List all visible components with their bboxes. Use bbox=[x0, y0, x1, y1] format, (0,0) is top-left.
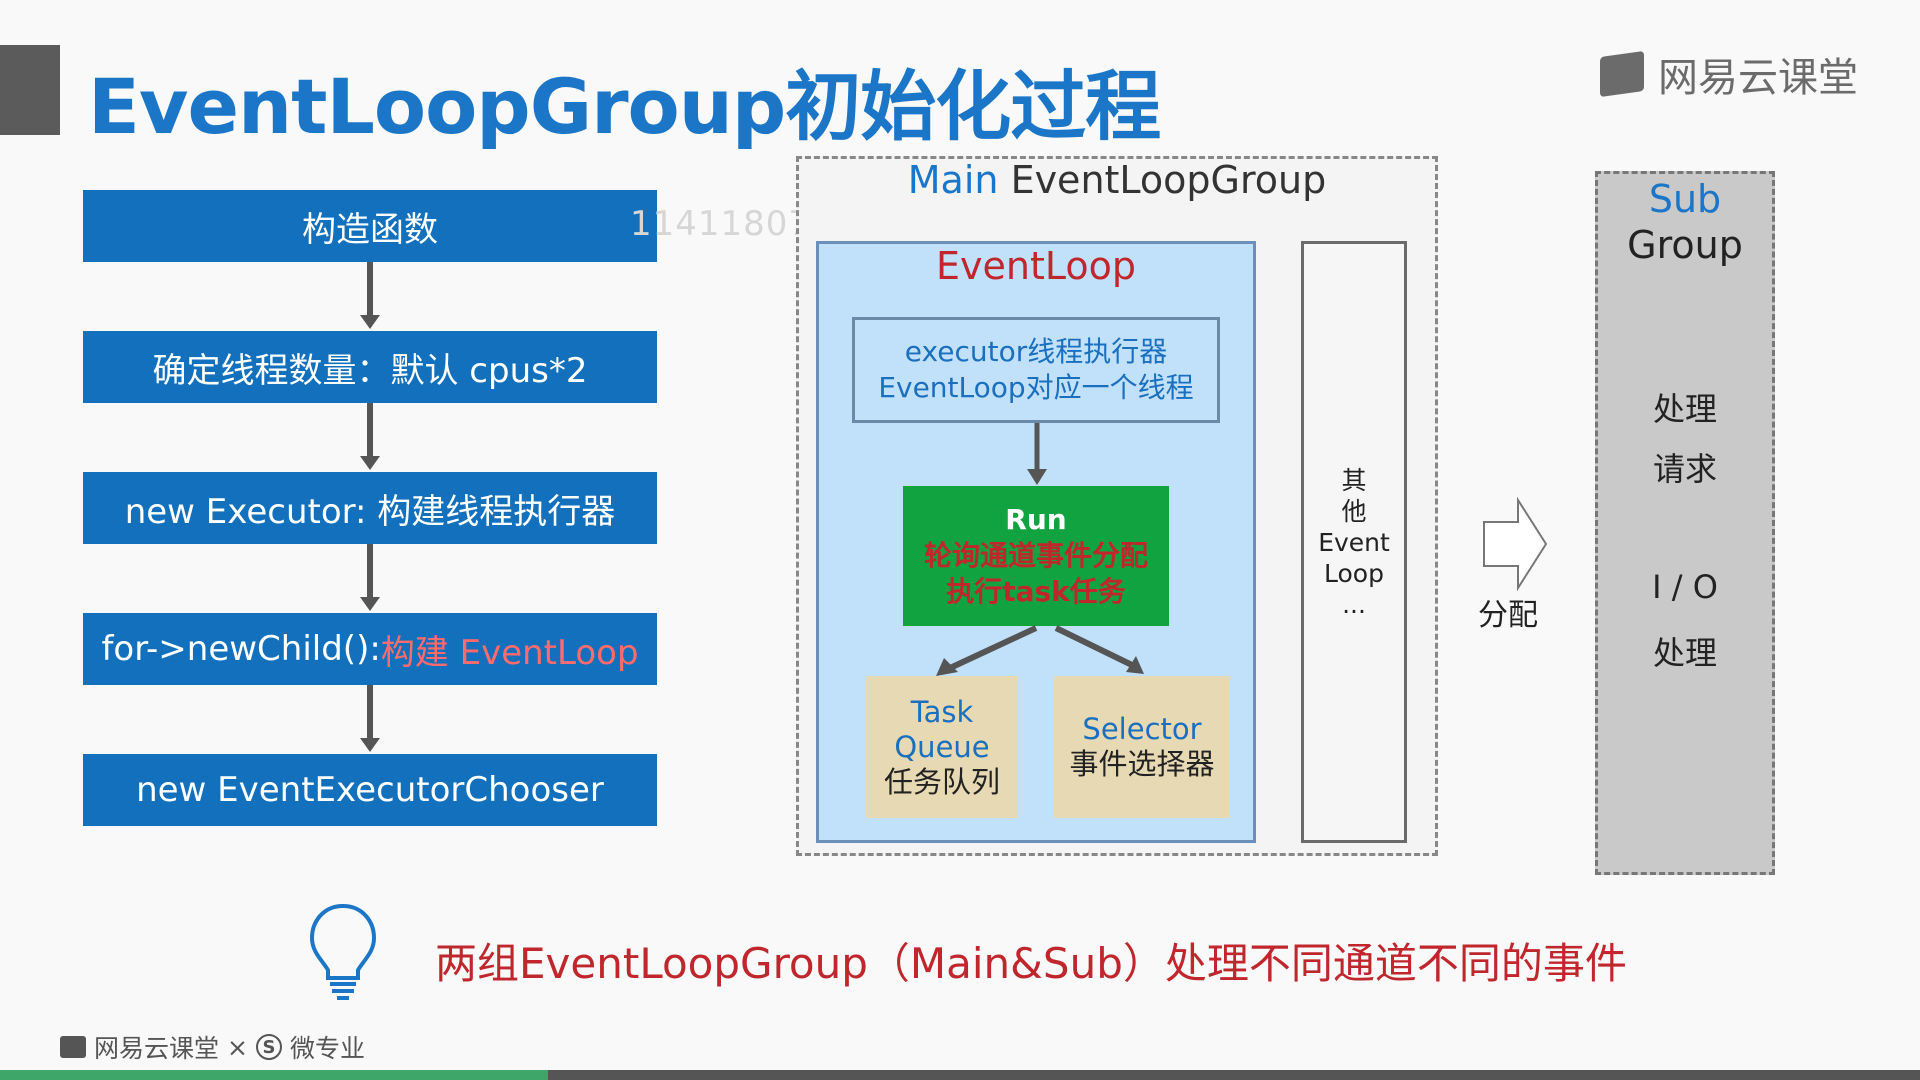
run-split-arrows-icon bbox=[936, 625, 1144, 676]
other-eventloop-line: 其 bbox=[1341, 465, 1367, 495]
other-eventloop-line: ... bbox=[1342, 589, 1366, 619]
brand-top: 网易云课堂 bbox=[1600, 45, 1858, 103]
sub-group-text: I / O bbox=[1652, 568, 1718, 606]
selector-line: 事件选择器 bbox=[1069, 747, 1215, 781]
main-group-prefix: Main bbox=[907, 158, 999, 202]
flow-connector bbox=[367, 685, 373, 740]
main-group-title: Main EventLoopGroup bbox=[796, 158, 1438, 202]
flow-connector bbox=[367, 262, 373, 317]
flow-step-chooser: new EventExecutorChooser bbox=[83, 754, 657, 826]
brand-bottom-left: 网易云课堂 bbox=[94, 1034, 220, 1063]
flow-step-new-child: for->newChild():构建 EventLoop bbox=[83, 613, 657, 685]
eventloop-title: EventLoop bbox=[936, 244, 1136, 288]
micro-major-logo-icon: S bbox=[255, 1034, 282, 1060]
run-line: 轮询通道事件分配 bbox=[923, 539, 1148, 572]
title-accent-bar bbox=[0, 45, 60, 135]
distribute-label: 分配 bbox=[1478, 598, 1538, 633]
task-queue-line: Queue bbox=[894, 729, 990, 764]
other-eventloop-line: Event bbox=[1318, 527, 1390, 557]
brand-bottom-separator: × bbox=[227, 1032, 248, 1062]
executor-line: EventLoop对应一个线程 bbox=[878, 371, 1194, 404]
flow-step-label: new EventExecutorChooser bbox=[136, 770, 604, 810]
slide-title: EventLoopGroup初始化过程 bbox=[88, 62, 1161, 151]
selector-box: Selector 事件选择器 bbox=[1054, 676, 1230, 818]
sub-group-title: Sub Group bbox=[1595, 176, 1775, 268]
other-eventloop-line: Loop bbox=[1324, 558, 1384, 588]
distribute-arrow-icon bbox=[1483, 496, 1548, 592]
flow-connector bbox=[367, 403, 373, 458]
flow-step-constructor: 构造函数 bbox=[83, 190, 657, 262]
sub-group-text: 请求 bbox=[1652, 450, 1717, 488]
selector-line: Selector bbox=[1082, 712, 1202, 746]
flow-step-label: 确定线程数量：默认 cpus*2 bbox=[152, 350, 588, 391]
main-group-label: EventLoopGroup bbox=[998, 158, 1327, 202]
run-line: 执行task任务 bbox=[946, 575, 1126, 608]
brand-bottom: 网易云课堂 × S 微专业 bbox=[60, 1029, 365, 1065]
flow-arrow-icon bbox=[360, 597, 380, 611]
flow-step-executor: new Executor: 构建线程执行器 bbox=[83, 472, 657, 544]
task-queue-line: Task bbox=[910, 694, 974, 729]
run-box: Run 轮询通道事件分配 执行task任务 bbox=[903, 486, 1169, 626]
lightbulb-icon bbox=[309, 903, 377, 1000]
brand-top-label: 网易云课堂 bbox=[1658, 55, 1858, 101]
task-queue-box: Task Queue 任务队列 bbox=[866, 676, 1018, 818]
flow-arrow-icon bbox=[360, 738, 380, 752]
executor-to-run-arrow-icon bbox=[1027, 423, 1047, 485]
sub-group-box bbox=[1595, 171, 1775, 875]
task-queue-line: 任务队列 bbox=[883, 764, 1000, 799]
sub-group-label: Sub bbox=[1648, 177, 1722, 221]
sub-group-text: 处理 bbox=[1652, 390, 1717, 428]
flow-step-highlight: 构建 EventLoop bbox=[380, 632, 639, 673]
flow-arrow-icon bbox=[360, 315, 380, 329]
summary-note: 两组EventLoopGroup（Main&Sub）处理不同通道不同的事件 bbox=[435, 939, 1627, 988]
video-progress-track[interactable] bbox=[0, 1070, 1920, 1080]
video-progress-fill bbox=[0, 1070, 548, 1080]
flow-arrow-icon bbox=[360, 456, 380, 470]
flow-step-label: 构造函数 bbox=[302, 209, 438, 250]
flow-connector bbox=[367, 544, 373, 599]
brand-logo-icon bbox=[60, 1036, 86, 1058]
run-title: Run bbox=[1005, 503, 1067, 536]
flow-step-label: new Executor: 构建线程执行器 bbox=[124, 491, 616, 532]
other-eventloop-line: 他 bbox=[1341, 496, 1367, 526]
flow-step-label: for->newChild(): bbox=[101, 629, 381, 669]
executor-box: executor线程执行器 EventLoop对应一个线程 bbox=[852, 317, 1220, 423]
sub-group-text: 处理 bbox=[1652, 634, 1717, 672]
other-eventloop-box: 其 他 Event Loop ... bbox=[1301, 241, 1407, 843]
sub-group-label: Group bbox=[1627, 223, 1743, 267]
flow-step-thread-count: 确定线程数量：默认 cpus*2 bbox=[83, 331, 657, 403]
executor-line: executor线程执行器 bbox=[904, 335, 1168, 368]
brand-logo-icon bbox=[1600, 50, 1644, 98]
brand-bottom-right: 微专业 bbox=[289, 1034, 365, 1063]
